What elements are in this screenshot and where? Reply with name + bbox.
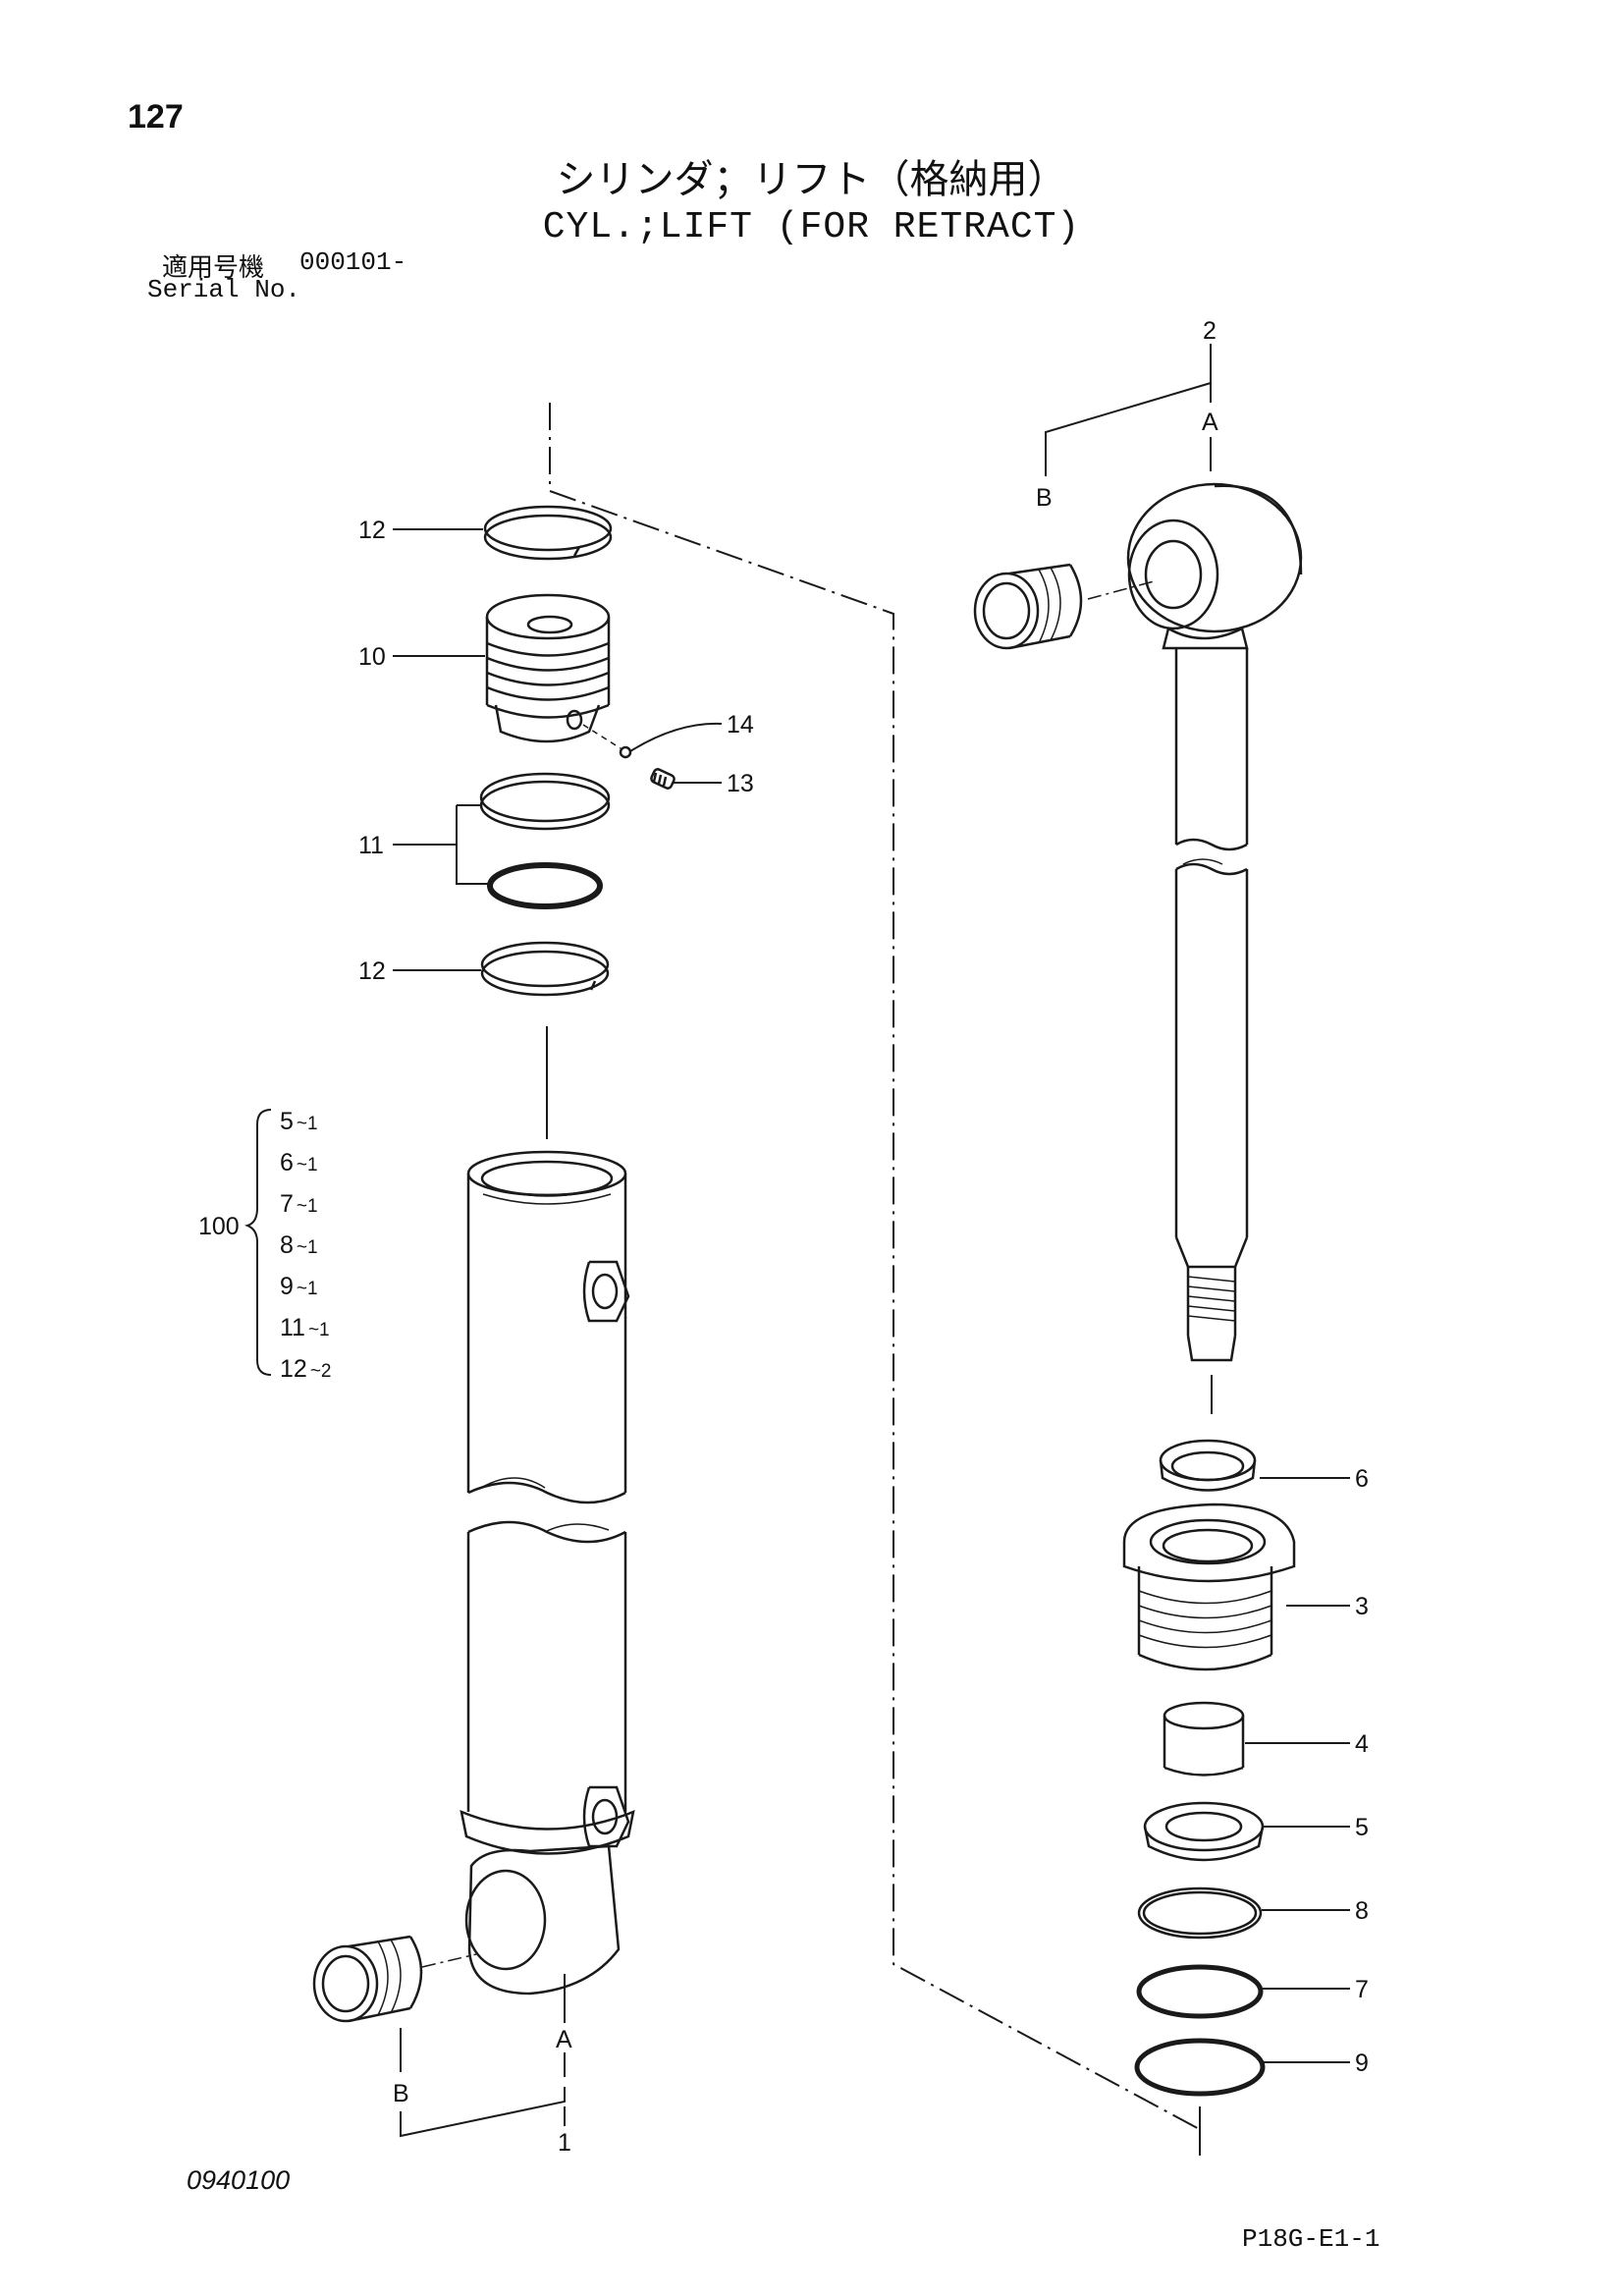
kit-item: 12~2 <box>280 1355 331 1383</box>
callout-12-lower: 12 <box>358 957 386 985</box>
cylinder-tube-part <box>460 1150 635 1995</box>
steel-ball-part <box>582 724 632 759</box>
callout-4: 4 <box>1355 1730 1369 1758</box>
kit-item: 8~1 <box>280 1231 318 1259</box>
kit-brace <box>243 1109 272 1376</box>
serial-label-english: Serial No. <box>147 275 301 304</box>
serial-value: 000101- <box>299 247 407 277</box>
rod-seal-part <box>1159 1439 1257 1492</box>
callout-13: 13 <box>727 770 754 797</box>
callout-12-top: 12 <box>358 517 386 544</box>
kit-items: 5~1 6~1 7~1 8~1 9~1 11~1 12~2 <box>280 1108 331 1383</box>
callout-2: 2 <box>1203 317 1217 345</box>
o-ring-9-part <box>1134 2038 1266 2097</box>
title-japanese: シリンダ；リフト（格納用） <box>556 157 1067 202</box>
kit-item: 7~1 <box>280 1190 318 1218</box>
callout-10: 10 <box>358 643 386 671</box>
kit-item: 9~1 <box>280 1273 318 1300</box>
set-screw-part <box>650 768 676 790</box>
kit-label: 100 <box>198 1213 240 1240</box>
backup-ring-lower-part <box>480 941 610 997</box>
callout-6: 6 <box>1355 1465 1369 1493</box>
callout-11: 11 <box>358 832 384 859</box>
kit-item: 11~1 <box>280 1314 330 1341</box>
page-number: 127 <box>128 98 184 136</box>
callout-leaders <box>393 344 1350 2138</box>
piston-rod-part <box>1126 482 1303 1414</box>
figure-code: P18G-E1-1 <box>1242 2224 1380 2254</box>
callout-14: 14 <box>727 711 754 738</box>
callout-7: 7 <box>1355 1976 1369 2003</box>
dust-wiper-part <box>1143 1801 1265 1862</box>
bushing-right-part <box>973 563 1155 650</box>
callout-1-b: B <box>393 2080 409 2107</box>
o-ring-seal-part <box>487 862 603 909</box>
rod-bushing-part <box>1163 1701 1245 1777</box>
bushing-left-part <box>312 1935 477 2023</box>
callout-2-b: B <box>1036 484 1053 512</box>
callout-1: 1 <box>558 2129 571 2157</box>
seal-ring-part <box>479 772 611 831</box>
callout-1-a: A <box>556 2026 572 2053</box>
callout-8: 8 <box>1355 1897 1369 1925</box>
backup-ring-right-part <box>1137 1886 1263 1940</box>
title-english: CYL.;LIFT (FOR RETRACT) <box>542 206 1081 248</box>
rod-cover-part <box>1122 1503 1296 1671</box>
kit-item: 5~1 <box>280 1108 318 1135</box>
callout-2-a: A <box>1202 409 1218 436</box>
backup-ring-top-part <box>483 505 613 561</box>
o-ring-7-part <box>1136 1964 1264 2019</box>
callout-9: 9 <box>1355 2050 1369 2077</box>
drawing-code: 0940100 <box>187 2165 291 2195</box>
callout-3: 3 <box>1355 1593 1369 1620</box>
piston-part <box>485 593 611 743</box>
assembly-frame-lines <box>549 403 1204 2132</box>
callout-5: 5 <box>1355 1814 1369 1841</box>
kit-item: 6~1 <box>280 1149 318 1176</box>
serial-label-japanese: 適用号機 <box>162 253 265 283</box>
